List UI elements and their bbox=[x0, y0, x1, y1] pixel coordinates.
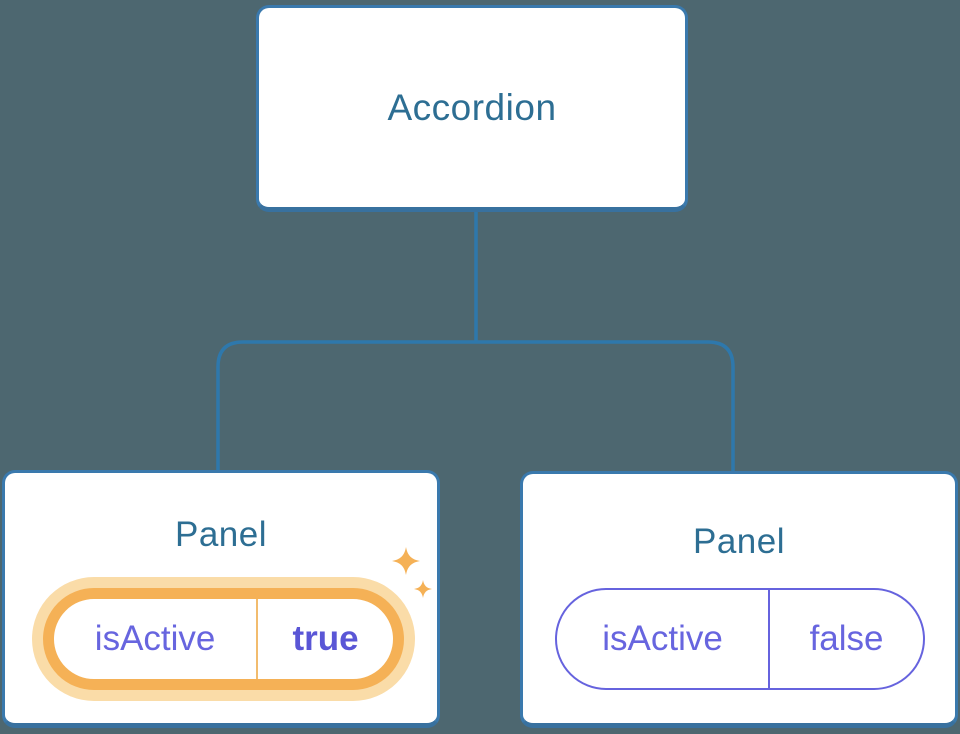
panel-node-inactive: Panel isActive false bbox=[520, 471, 958, 728]
state-prop-value: true bbox=[256, 599, 393, 679]
panel-node-label: Panel bbox=[692, 522, 786, 561]
sparkle-small bbox=[414, 580, 432, 598]
state-pill-inactive: isActive false bbox=[555, 588, 925, 690]
connector-branches bbox=[216, 340, 735, 472]
state-prop-name: isActive bbox=[602, 619, 723, 658]
accordion-node: Accordion bbox=[256, 5, 688, 212]
state-pill-active: isActive true bbox=[43, 588, 404, 690]
panel-node-active: Panel isActive true bbox=[2, 470, 440, 728]
state-prop-value: false bbox=[768, 590, 923, 688]
panel-node-label: Panel bbox=[174, 515, 268, 554]
accordion-node-label: Accordion bbox=[387, 86, 557, 128]
state-prop-name: isActive bbox=[94, 619, 216, 658]
